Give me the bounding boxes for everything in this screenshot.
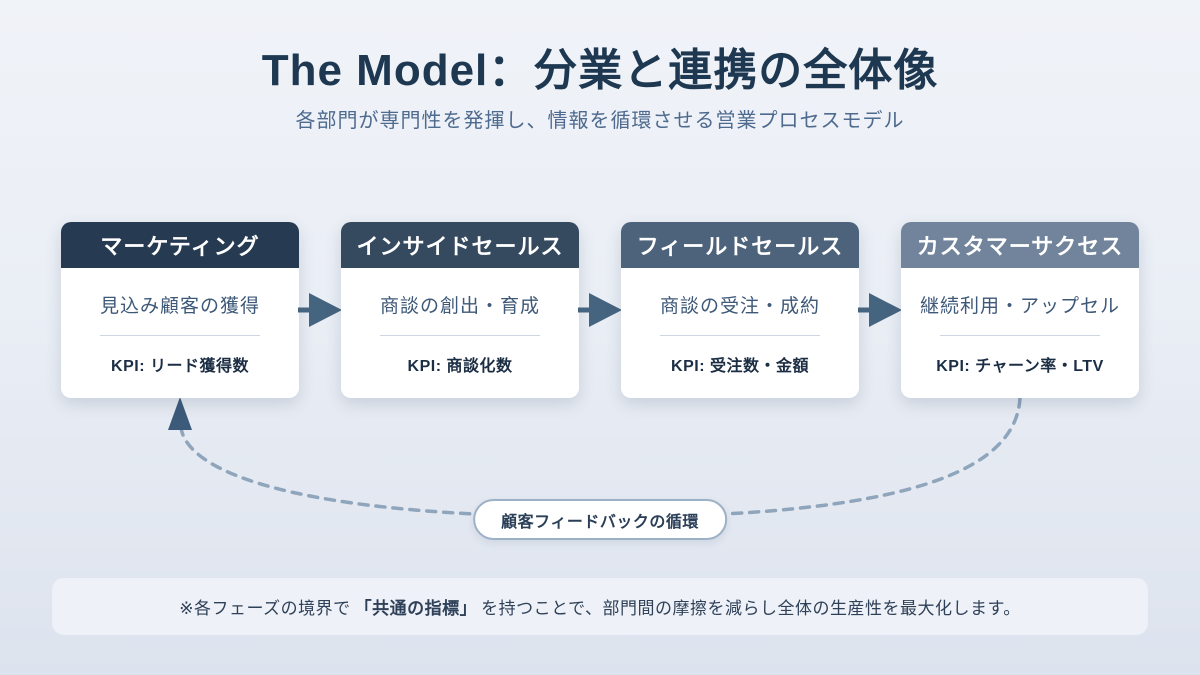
stage-kpi: KPI: リード獲得数 <box>111 358 249 375</box>
stage-function: 商談の創出・育成 <box>379 296 540 317</box>
flow-arrow-icon <box>298 222 342 398</box>
stage-kpi: KPI: 商談化数 <box>407 358 513 375</box>
stage-card-body: 見込み顧客の獲得 KPI: リード獲得数 <box>61 268 299 398</box>
flow-arrow-icon <box>578 222 622 398</box>
stage-card-body: 商談の受注・成約 KPI: 受注数・金額 <box>621 268 859 398</box>
divider <box>380 335 540 336</box>
stage-title: カスタマーサクセス <box>916 234 1124 259</box>
stage-card-header: インサイドセールス <box>341 222 579 268</box>
stage-function: 商談の受注・成約 <box>659 296 820 317</box>
process-flow-row: マーケティング 見込み顧客の獲得 KPI: リード獲得数 インサイドセールス 商… <box>0 222 1200 398</box>
stage-card-body: 継続利用・アップセル KPI: チャーン率・LTV <box>901 268 1139 398</box>
footnote-bar: ※各フェーズの境界で「共通の指標」を持つことで、部門間の摩擦を減らし全体の生産性… <box>52 578 1148 635</box>
stage-card-header: マーケティング <box>61 222 299 268</box>
page-title: The Model：分業と連携の全体像 <box>261 46 939 95</box>
stage-function: 継続利用・アップセル <box>919 296 1120 317</box>
footnote-suffix: を持つことで、部門間の摩擦を減らし全体の生産性を最大化します。 <box>481 599 1021 618</box>
stage-title: フィールドセールス <box>636 234 844 259</box>
stage-card-body: 商談の創出・育成 KPI: 商談化数 <box>341 268 579 398</box>
footnote-bold: 「共通の指標」 <box>354 599 478 618</box>
stage-card-header: カスタマーサクセス <box>901 222 1139 268</box>
stage-function: 見込み顧客の獲得 <box>99 296 260 317</box>
stage-kpi: KPI: 受注数・金額 <box>671 358 809 375</box>
divider <box>660 335 820 336</box>
stage-kpi: KPI: チャーン率・LTV <box>936 358 1104 375</box>
footnote-prefix: ※各フェーズの境界で <box>179 599 351 618</box>
stage-card-customer-success: カスタマーサクセス 継続利用・アップセル KPI: チャーン率・LTV <box>901 222 1139 398</box>
stage-card-inside-sales: インサイドセールス 商談の創出・育成 KPI: 商談化数 <box>341 222 579 398</box>
flow-arrow-icon <box>858 222 902 398</box>
divider <box>940 335 1100 336</box>
stage-card-header: フィールドセールス <box>621 222 859 268</box>
page-subtitle: 各部門が専門性を発揮し、情報を循環させる営業プロセスモデル <box>295 110 905 132</box>
stage-title: マーケティング <box>100 234 260 259</box>
divider <box>100 335 260 336</box>
stage-title: インサイドセールス <box>356 234 564 259</box>
stage-card-field-sales: フィールドセールス 商談の受注・成約 KPI: 受注数・金額 <box>621 222 859 398</box>
stage-card-marketing: マーケティング 見込み顧客の獲得 KPI: リード獲得数 <box>61 222 299 398</box>
feedback-loop-label: 顧客フィードバックの循環 <box>473 499 727 540</box>
feedback-loop-arrowhead-icon <box>168 397 192 430</box>
